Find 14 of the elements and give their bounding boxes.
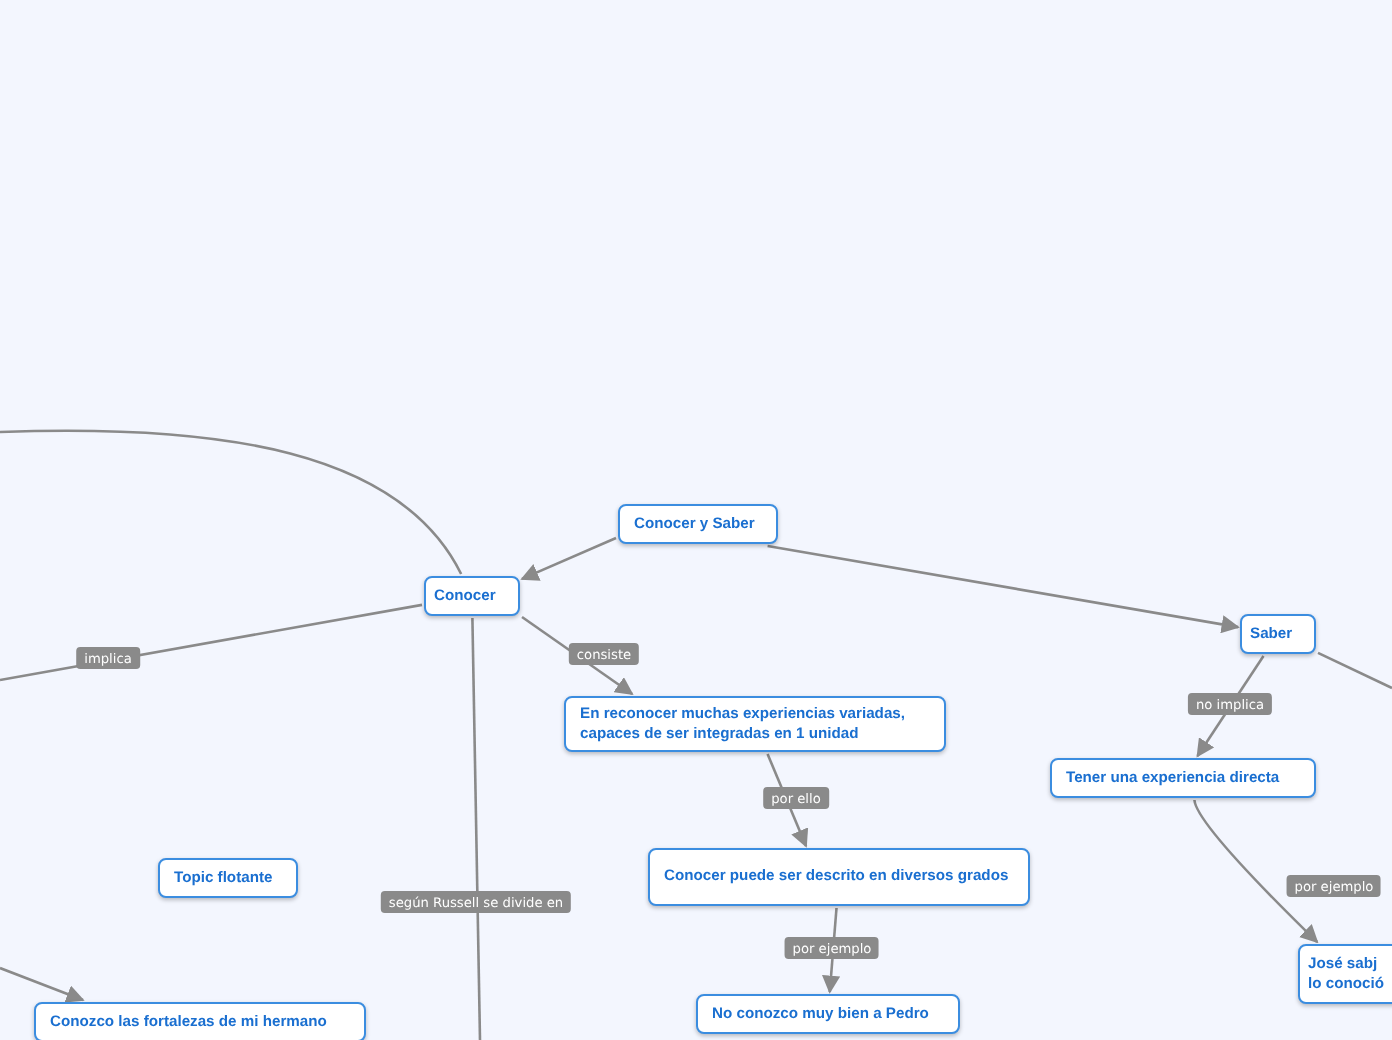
connector-arrow bbox=[767, 544, 1240, 634]
connector-arrow bbox=[0, 966, 85, 1003]
topic-box bbox=[158, 858, 298, 898]
topic-box bbox=[1050, 758, 1316, 798]
topic-box bbox=[1298, 944, 1392, 1004]
topic-box bbox=[424, 576, 520, 616]
topic-box bbox=[618, 504, 778, 544]
topic-box bbox=[696, 994, 960, 1034]
connector-arrow bbox=[1193, 799, 1319, 944]
topic-box bbox=[648, 848, 1030, 906]
topic-box bbox=[564, 696, 946, 752]
topic-box bbox=[1240, 614, 1316, 654]
topic-box bbox=[34, 1002, 366, 1040]
connector-arrow bbox=[520, 536, 617, 581]
